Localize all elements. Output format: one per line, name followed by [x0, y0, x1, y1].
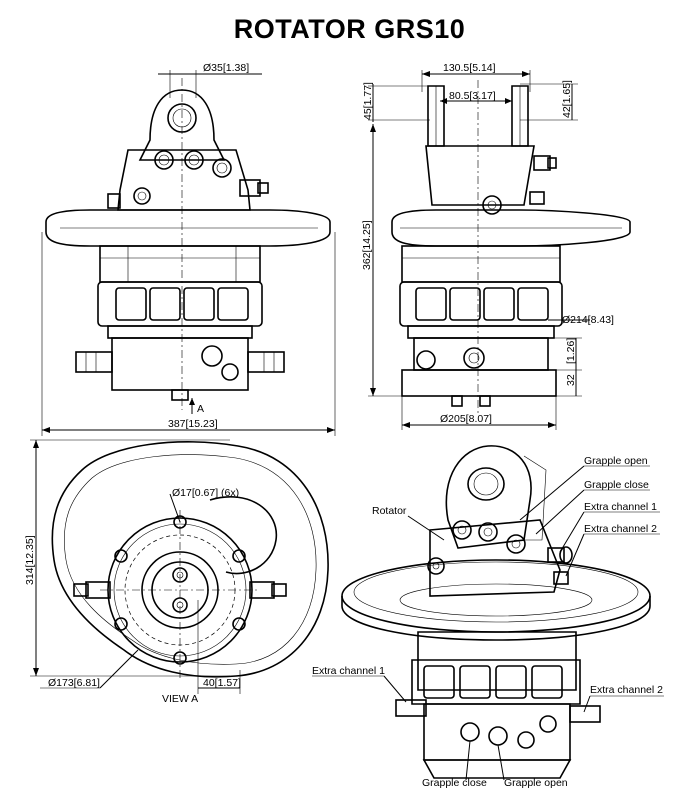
drawing-title: ROTATOR GRS10: [233, 14, 466, 44]
callout-rotator: Rotator: [372, 505, 407, 517]
top-width-dim: 130.5[5.14]: [443, 62, 496, 74]
callout-extra-2-top: Extra channel 2: [584, 523, 657, 535]
isometric-view: Rotator Grapple open Grapple close Extra…: [312, 445, 664, 789]
callout-grapple-open-bottom: Grapple open: [504, 777, 568, 789]
callout-extra-2-bottom: Extra channel 2: [590, 684, 663, 696]
callout-grapple-open-top: Grapple open: [584, 455, 648, 467]
overall-width-dim: 387[15.23]: [168, 418, 218, 430]
dim-40: 40[1.57]: [203, 677, 241, 689]
pin-diameter-dim: Ø35[1.38]: [203, 62, 249, 74]
callout-extra-1-top: Extra channel 1: [584, 501, 657, 513]
body-diameter-dim: Ø214[8.43]: [562, 314, 614, 326]
dim-32: 32: [565, 374, 577, 386]
view-a: 314[12.35] Ø17[0.67] (6x) Ø173[6.81]: [24, 439, 329, 705]
callout-grapple-close-bottom: Grapple close: [422, 777, 487, 789]
callout-extra-1-bottom: Extra channel 1: [312, 665, 385, 677]
side-view: 130.5[5.14] 80.5[3.17] 45[1.77] 42[1.65]: [361, 62, 631, 430]
base-diameter-dim: Ø205[8.07]: [440, 413, 492, 425]
view-a-label: VIEW A: [162, 693, 198, 705]
dim-45: 45[1.77]: [362, 82, 374, 120]
height-dim: 362[14.25]: [361, 220, 373, 270]
callout-grapple-close-top: Grapple close: [584, 479, 649, 491]
view-arrow-label: A: [197, 403, 204, 415]
hole-diameter-dim: Ø17[0.67] (6x): [172, 487, 239, 499]
bolt-circle-dim: Ø173[6.81]: [48, 677, 100, 689]
front-view: Ø35[1.38]: [41, 62, 336, 436]
dim-42: 42[1.65]: [561, 80, 573, 118]
inner-width-dim: 80.5[3.17]: [449, 90, 496, 102]
dim-126: [1.26]: [565, 338, 577, 364]
overall-depth-dim: 314[12.35]: [24, 535, 36, 585]
